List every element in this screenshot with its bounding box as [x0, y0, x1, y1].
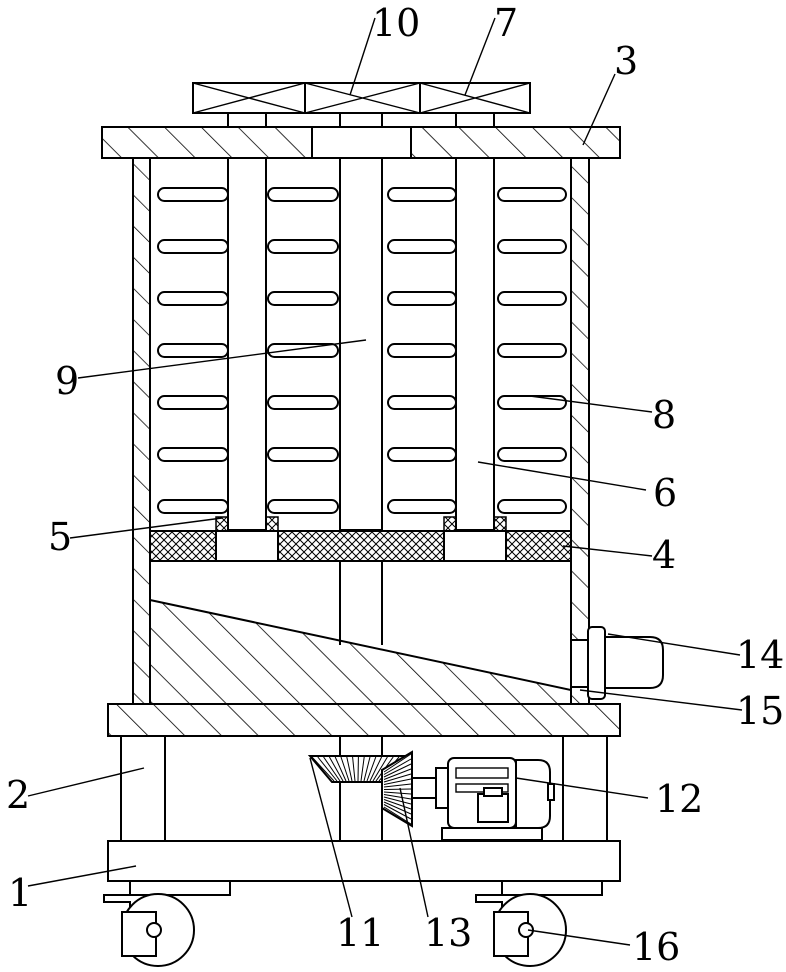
- shelf-slot: [158, 396, 228, 409]
- shelf-slot: [498, 188, 566, 201]
- label-4: 4: [652, 533, 676, 577]
- shelf-slot: [268, 240, 338, 253]
- shelf-slot: [388, 500, 456, 513]
- caster-right: [476, 881, 602, 966]
- shafts: [228, 158, 494, 530]
- shelf-slot: [268, 448, 338, 461]
- shelf-slot: [158, 188, 228, 201]
- motor: [436, 758, 554, 840]
- shelf-slot: [498, 292, 566, 305]
- label-5: 5: [48, 515, 72, 559]
- shelf-slot: [498, 344, 566, 357]
- shelf-slot: [158, 240, 228, 253]
- label-2: 2: [6, 773, 30, 817]
- shelf-slot: [158, 500, 228, 513]
- shelf-slot: [158, 344, 228, 357]
- base-plate: [108, 704, 620, 736]
- shelf-slot: [158, 448, 228, 461]
- shelf-slot: [388, 396, 456, 409]
- top-fan-unit: [193, 83, 530, 127]
- shelf-slot: [388, 188, 456, 201]
- label-3: 3: [614, 39, 638, 83]
- shelf-slot: [498, 448, 566, 461]
- shelf-slot: [158, 292, 228, 305]
- label-14: 14: [736, 633, 784, 677]
- label-10: 10: [372, 1, 420, 45]
- shelf-slot: [388, 344, 456, 357]
- label-15: 15: [736, 689, 784, 733]
- shelf-slot: [498, 240, 566, 253]
- shelf-slot: [388, 240, 456, 253]
- label-1: 1: [8, 871, 32, 915]
- label-6: 6: [653, 471, 677, 515]
- label-12: 12: [655, 777, 703, 821]
- shelf-slot: [388, 448, 456, 461]
- label-13: 13: [424, 911, 472, 955]
- label-9: 9: [55, 359, 79, 403]
- shelf-slot: [388, 292, 456, 305]
- caster-left: [104, 881, 230, 966]
- sloped-bottom: [150, 561, 571, 704]
- label-7: 7: [494, 1, 518, 45]
- shelf-slot: [268, 500, 338, 513]
- label-16: 16: [632, 925, 680, 969]
- shelf-slot: [498, 396, 566, 409]
- shelf-slot: [268, 344, 338, 357]
- cart-plate: [108, 841, 620, 881]
- label-8: 8: [652, 393, 676, 437]
- bevel-gears: [310, 736, 436, 841]
- shelf-slot: [498, 500, 566, 513]
- top-plate: [102, 127, 620, 158]
- shelf-slot: [268, 188, 338, 201]
- label-11: 11: [336, 911, 384, 955]
- shelf-slot: [268, 292, 338, 305]
- shelf-slot: [268, 396, 338, 409]
- filter-screen: [150, 531, 571, 561]
